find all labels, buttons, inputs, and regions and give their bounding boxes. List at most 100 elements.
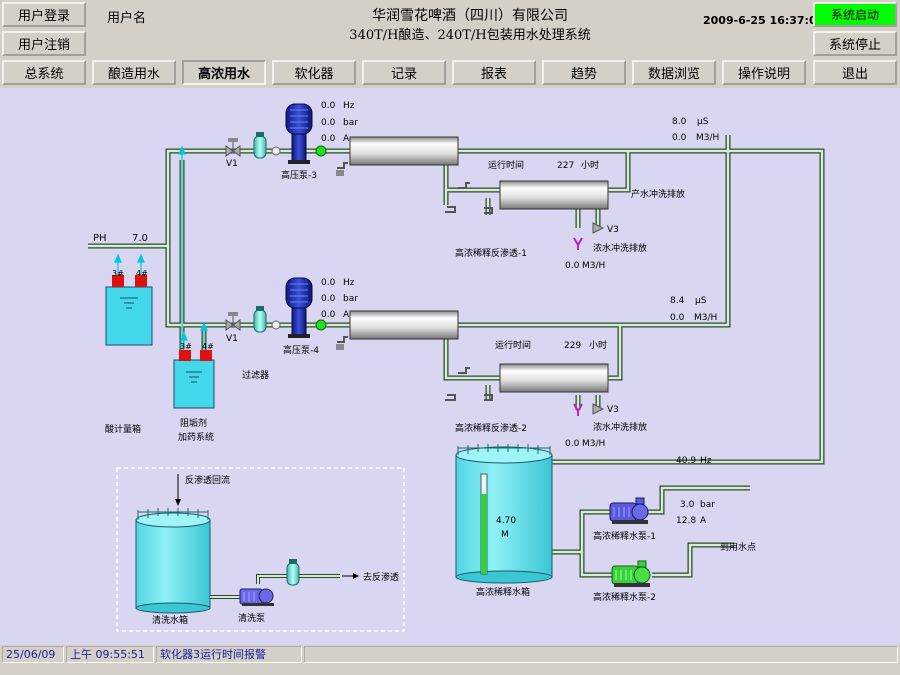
to-ro-label: 去反渗透 — [363, 571, 399, 583]
membrane-housing-2a[interactable] — [349, 310, 459, 340]
high-pressure-pump-3[interactable] — [285, 103, 313, 164]
status-date: 25/06/09 — [2, 646, 64, 663]
tank-level-unit: M — [501, 530, 509, 540]
valve-v1-line2-label: V1 — [226, 334, 238, 344]
line2-flow-unit: M3/H — [694, 313, 717, 323]
system-subtitle: 340T/H酿造、240T/H包装用水处理系统 — [349, 28, 591, 43]
nav-overview[interactable]: 总系统 — [2, 60, 86, 85]
line1-conc-flush-label: 浓水冲洗排放 — [593, 242, 647, 254]
antiscalant-label-1: 阻垢剂 — [180, 417, 207, 429]
top-toolbar: 用户登录 用户注销 用户名 华润雪花啤酒（四川）有限公司 340T/H酿造、24… — [0, 0, 900, 88]
pump-3-label: 高压泵-3 — [281, 169, 317, 181]
line2-hz-value: 0.0 — [321, 278, 336, 288]
line1-conductivity-value: 8.0 — [672, 117, 687, 127]
check-valve-line1[interactable] — [336, 162, 348, 176]
cleaning-tank-label: 清洗水箱 — [152, 614, 188, 626]
antiscalant-tank[interactable] — [173, 350, 215, 409]
v3-valve-line1[interactable] — [573, 222, 605, 250]
dilution-pump-2-label: 高浓稀释水泵-2 — [593, 591, 656, 603]
logout-button[interactable]: 用户注销 — [2, 31, 86, 56]
line1-bar-value: 0.0 — [321, 118, 336, 128]
login-button[interactable]: 用户登录 — [2, 2, 86, 27]
company-title: 华润雪花啤酒（四川）有限公司 — [372, 8, 568, 24]
acid-4-label: 4# — [136, 269, 148, 278]
scale-3-label: 3# — [180, 342, 192, 351]
cleaning-water-tank[interactable] — [135, 508, 211, 614]
nav-brewing-water[interactable]: 酿造用水 — [92, 60, 176, 85]
valve-v1-line2[interactable] — [225, 312, 241, 331]
line1-runtime-label: 运行时间 — [488, 159, 524, 171]
line2-runtime-label: 运行时间 — [495, 339, 531, 351]
ph-label: PH — [93, 233, 107, 244]
level-gauge-fill — [481, 494, 487, 574]
nav-trend[interactable]: 趋势 — [542, 60, 626, 85]
valves-line1-bank[interactable] — [445, 182, 493, 214]
v3-valve-line2[interactable] — [573, 403, 605, 416]
nav-manual[interactable]: 操作说明 — [722, 60, 806, 85]
dilution-pump-1[interactable] — [609, 497, 649, 524]
pump-4-status-indicator — [315, 319, 327, 331]
filter-line2[interactable] — [253, 306, 267, 333]
line1-hz-value: 0.0 — [321, 101, 336, 111]
dilution-hz-value: 40.9 — [676, 456, 696, 466]
filter-label: 过滤器 — [242, 369, 269, 381]
dilution-hz-unit: Hz — [700, 456, 712, 466]
membrane-housing-1a[interactable] — [349, 136, 459, 166]
check-valve-line2[interactable] — [336, 336, 348, 350]
membrane-housing-2b[interactable] — [499, 363, 609, 393]
line2-runtime-unit: 小时 — [589, 339, 607, 351]
line1-conductivity-unit: μS — [697, 117, 709, 127]
line1-runtime-value: 227 — [557, 161, 574, 171]
line1-flow-value: 0.0 — [672, 133, 687, 143]
nav-softener[interactable]: 软化器 — [272, 60, 356, 85]
nav-exit[interactable]: 退出 — [813, 60, 897, 85]
ph-value: 7.0 — [132, 233, 148, 244]
line2-conductivity-value: 8.4 — [670, 296, 685, 306]
dilution-amp-value: 12.8 — [676, 516, 696, 526]
line2-conc-flow-value: 0.0 — [565, 439, 580, 449]
acid-dosing-tank[interactable] — [105, 275, 153, 346]
dilution-bar-unit: bar — [700, 500, 715, 510]
nav-report[interactable]: 报表 — [452, 60, 536, 85]
nav-record[interactable]: 记录 — [362, 60, 446, 85]
scale-4-label: 4# — [202, 342, 214, 351]
valve-v1-line1[interactable] — [225, 138, 241, 157]
cleaning-pump[interactable] — [239, 588, 274, 606]
line1-runtime-unit: 小时 — [581, 159, 599, 171]
system-start-button[interactable]: 系统启动 — [813, 2, 897, 27]
dilution-tank-label: 高浓稀释水箱 — [476, 586, 530, 598]
nav-data-browse[interactable]: 数据浏览 — [632, 60, 716, 85]
membrane-housing-1b[interactable] — [499, 180, 609, 210]
dilution-water-tank[interactable] — [455, 444, 553, 584]
ro-2-label: 高浓稀释反渗透-2 — [455, 422, 527, 434]
filter-line1[interactable] — [253, 132, 267, 159]
line2-conc-flush-label: 浓水冲洗排放 — [593, 421, 647, 433]
line1-flow-unit: M3/H — [696, 133, 719, 143]
line2-conductivity-unit: μS — [695, 296, 707, 306]
cleaning-filter[interactable] — [286, 559, 300, 586]
line2-bar-value: 0.0 — [321, 294, 336, 304]
status-time: 上午 09:55:51 — [66, 646, 154, 663]
dosing-lines — [114, 145, 208, 372]
line1-amp-unit: A — [343, 134, 350, 144]
line1-bar-unit: bar — [343, 118, 358, 128]
line2-amp-unit: A — [343, 310, 350, 320]
ro-1-label: 高浓稀释反渗透-1 — [455, 247, 527, 259]
line2-runtime-value: 229 — [564, 341, 581, 351]
valves-line2-bank[interactable] — [445, 367, 493, 401]
status-alarm-message: 软化器3运行时间报警 — [156, 646, 302, 663]
tank-level-value: 4.70 — [496, 516, 516, 526]
system-stop-button[interactable]: 系统停止 — [813, 31, 897, 56]
to-use-point-label: 到用水点 — [720, 541, 756, 553]
dilution-pump-2[interactable] — [611, 560, 651, 587]
line2-hz-unit: Hz — [343, 278, 355, 288]
valve-v1-line1-label: V1 — [226, 159, 238, 169]
gauge-line1 — [271, 146, 281, 156]
acid-tank-label: 酸计量箱 — [105, 423, 141, 435]
line1-v3-label: V3 — [607, 225, 619, 235]
antiscalant-label-2: 加药系统 — [178, 431, 214, 443]
nav-high-conc-water[interactable]: 高浓用水 — [182, 60, 266, 85]
high-pressure-pump-4[interactable] — [285, 277, 313, 338]
datetime-display: 2009-6-25 16:37:08 — [703, 14, 825, 27]
pump-4-label: 高压泵-4 — [283, 344, 319, 356]
